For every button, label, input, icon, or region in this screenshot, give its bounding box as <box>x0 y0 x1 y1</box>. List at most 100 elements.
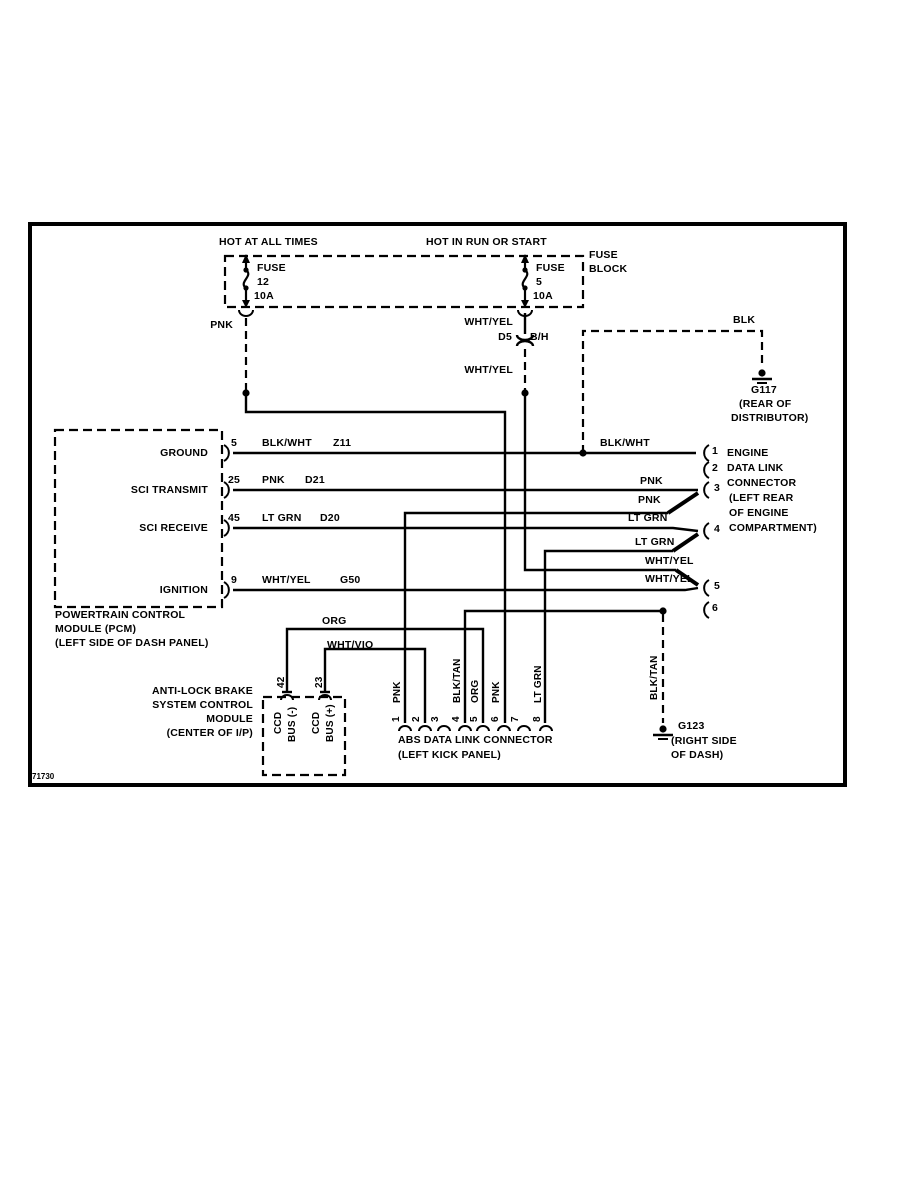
splice-pnk <box>242 389 250 397</box>
wire-pnk-abs1-to-dlc3 <box>403 511 668 723</box>
fuse5-rating: 10A <box>533 290 553 302</box>
abs-module-ccd-plus-1: CCD <box>311 711 322 734</box>
hot-at-all-times-label: HOT AT ALL TIMES <box>219 236 318 248</box>
engine-dlc-caption-1: ENGINE <box>727 447 769 459</box>
abs-dlc-pin5-wire: ORG <box>470 679 481 703</box>
ground-g117-loc-1: (REAR OF <box>739 398 792 410</box>
engine-dlc-caption-5: OF ENGINE <box>729 507 789 519</box>
abs-module-ccd-minus-2: BUS (-) <box>287 706 298 742</box>
engine-dlc-pin-connectors <box>703 444 710 619</box>
wire-label-ltgrn-dlc-top: LT GRN <box>628 512 668 524</box>
abs-module-caption-3: MODULE <box>206 713 253 725</box>
abs-dlc-pin-5: 5 <box>469 716 480 722</box>
wire-blktan-abs4 <box>463 609 663 723</box>
pcm-pin25-number: 25 <box>228 474 241 486</box>
pcm-pin9-wire: WHT/YEL <box>262 574 311 586</box>
wire-label-blktan: BLK/TAN <box>649 655 660 700</box>
pcm-pin45-circuit: D20 <box>320 512 340 524</box>
pcm-pin-sci-receive-label: SCI RECEIVE <box>139 522 208 534</box>
abs-module-ccd-plus-2: BUS (+) <box>325 704 336 742</box>
fuse5-name: FUSE <box>536 262 565 274</box>
pcm-pin9-number: 9 <box>231 574 238 586</box>
wire-blk-g117-dashed <box>581 329 764 453</box>
inline-connector-d5-bh <box>515 334 535 347</box>
engine-dlc-caption-3: CONNECTOR <box>727 477 797 489</box>
wire-label-whtyel-lower: WHT/YEL <box>464 364 513 376</box>
pcm-pin45-number: 45 <box>228 512 241 524</box>
abs-dlc-pin-connectors <box>398 725 553 732</box>
wire-label-whtyel-dlc-bottom: WHT/YEL <box>645 573 694 585</box>
wire-label-org: ORG <box>322 615 347 627</box>
fuse-5-symbol <box>517 254 533 317</box>
pcm-caption-1: POWERTRAIN CONTROL <box>55 609 186 621</box>
abs-dlc-caption-2: (LEFT KICK PANEL) <box>398 749 501 761</box>
wire-label-whtvio: WHT/VIO <box>327 639 374 651</box>
splice-blkwht <box>579 449 587 457</box>
abs-module-ccd-minus-1: CCD <box>273 711 284 734</box>
pcm-box <box>53 428 224 609</box>
abs-dlc-pin-1: 1 <box>391 716 402 722</box>
pcm-pin25-circuit: D21 <box>305 474 325 486</box>
abs-module-pin42-number: 42 <box>276 676 287 688</box>
engine-dlc-caption-2: DATA LINK <box>727 462 784 474</box>
wiring-diagram-svg <box>28 222 847 787</box>
fuse12-number: 12 <box>257 276 270 288</box>
engine-dlc-caption-4: (LEFT REAR <box>729 492 794 504</box>
pcm-caption-3: (LEFT SIDE OF DASH PANEL) <box>55 637 209 649</box>
diagram-border <box>28 222 847 787</box>
splice-whtyel <box>521 389 529 397</box>
engine-dlc-pin-3: 3 <box>714 482 721 494</box>
engine-dlc-pin-6: 6 <box>712 602 719 614</box>
engine-dlc-pin-1: 1 <box>712 445 719 457</box>
fuse12-rating: 10A <box>254 290 274 302</box>
wire-label-blk: BLK <box>733 314 756 326</box>
fuse-12-symbol <box>238 254 254 317</box>
wire-label-whtyel-upper: WHT/YEL <box>464 316 513 328</box>
splice-blktan <box>659 607 667 615</box>
wiring-diagram-frame: HOT AT ALL TIMES HOT IN RUN OR START FUS… <box>28 222 847 787</box>
wire-label-pnk-fuse: PNK <box>210 319 233 331</box>
ground-symbol-g117 <box>752 369 772 384</box>
wire-merge-ltgrn-dlc4 <box>671 532 700 553</box>
abs-dlc-pin1-wire: PNK <box>392 681 403 703</box>
abs-dlc-pin-6: 6 <box>490 716 501 722</box>
ground-g123-name: G123 <box>678 720 705 732</box>
wire-label-pnk-dlc-bottom: PNK <box>638 494 661 506</box>
pcm-pin-sci-transmit-label: SCI TRANSMIT <box>130 484 208 496</box>
engine-dlc-pin-4: 4 <box>714 523 721 535</box>
abs-dlc-pin-7: 7 <box>510 716 521 722</box>
ground-g117-loc-2: DISTRIBUTOR) <box>731 412 809 424</box>
ground-g117-name: G117 <box>751 384 777 396</box>
abs-module-box <box>261 695 347 777</box>
abs-module-caption-4: (CENTER OF I/P) <box>166 727 253 739</box>
inline-connector-left-label: D5 <box>498 331 512 343</box>
fuse-block-label-2: BLOCK <box>589 263 628 275</box>
wire-label-blkwht-right: BLK/WHT <box>600 437 650 449</box>
pcm-pin45-wire: LT GRN <box>262 512 302 524</box>
engine-dlc-pin-2: 2 <box>712 462 719 474</box>
wire-label-pnk-dlc-top: PNK <box>640 475 663 487</box>
pcm-pin-ground-label: GROUND <box>160 447 208 459</box>
wire-org-abs5-to-ccd-minus <box>285 627 485 723</box>
wire-whtvio-abs2-to-ccd-plus <box>323 647 427 723</box>
abs-dlc-pin-2: 2 <box>411 716 422 722</box>
wire-pnk-fuse12-to-abs6 <box>244 393 507 723</box>
abs-module-caption-2: SYSTEM CONTROL <box>152 699 253 711</box>
abs-dlc-pin8-wire: LT GRN <box>533 665 544 703</box>
engine-dlc-caption-6: COMPARTMENT) <box>729 522 817 534</box>
wire-whtyel-g50 <box>233 586 699 592</box>
wire-ltgrn-d20 <box>233 526 699 533</box>
pcm-pin5-circuit: Z11 <box>333 437 352 449</box>
abs-dlc-pin4-wire: BLK/TAN <box>452 658 463 703</box>
abs-dlc-pin-8: 8 <box>532 716 543 722</box>
abs-dlc-pin-4: 4 <box>451 716 462 722</box>
ground-g123-loc-2: OF DASH) <box>671 749 724 761</box>
abs-module-caption-1: ANTI-LOCK BRAKE <box>152 685 253 697</box>
abs-module-pin-connectors <box>280 690 332 701</box>
pcm-pin9-circuit: G50 <box>340 574 361 586</box>
abs-dlc-caption-1: ABS DATA LINK CONNECTOR <box>398 734 553 746</box>
pcm-pin25-wire: PNK <box>262 474 285 486</box>
pcm-pin-connectors <box>223 444 230 599</box>
fuse-block-label-1: FUSE <box>589 249 618 261</box>
